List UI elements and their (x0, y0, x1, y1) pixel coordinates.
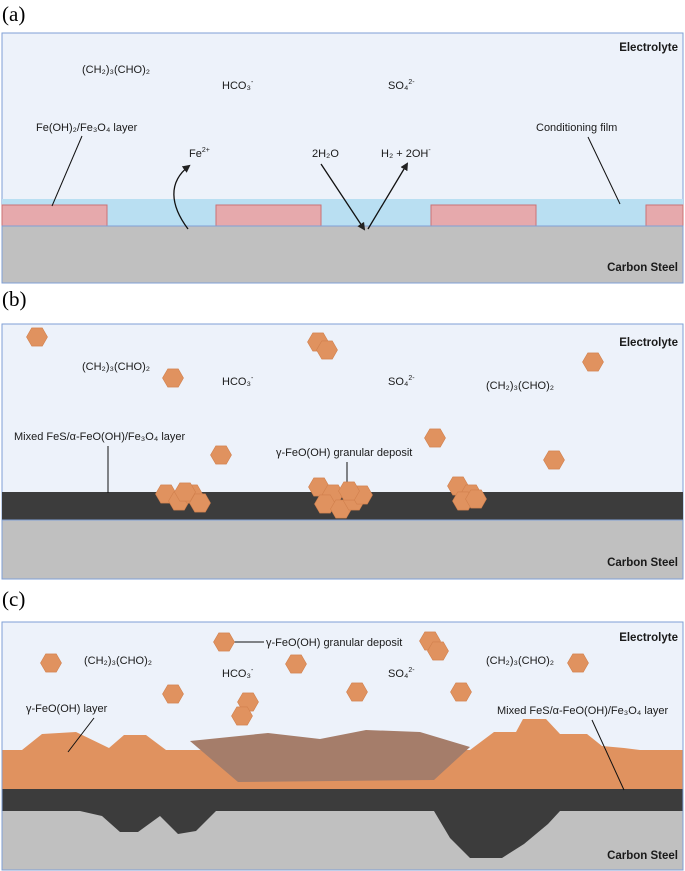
callout-line (591, 719, 625, 791)
granule-hexagon (424, 428, 446, 448)
granule-hexagon (465, 489, 487, 509)
callout-line (587, 136, 621, 205)
species-label: SO₄2- (388, 79, 415, 92)
panel-a-conditioning-film (2, 199, 683, 227)
panel-b-electrolyte-label: Electrolyte (619, 337, 678, 349)
panel-b-steel-label: Carbon Steel (607, 557, 678, 569)
granule-hexagon (162, 684, 184, 704)
granule-hexagon (450, 682, 472, 702)
panel-b-deposit-label: γ-FeO(OH) granular deposit (276, 447, 412, 459)
panel-b: (b) Electrolyte Carbon Steel (CH₂)₃(CHO)… (1, 287, 684, 580)
granule-hexagon (210, 445, 232, 465)
panel-a-electrolyte-label: Electrolyte (619, 42, 678, 54)
granule-hexagon (314, 494, 336, 514)
panel-c: (c) Electrolyte Carbon Steel (CH₂)₃(CHO)… (1, 587, 684, 871)
panel-c-label: (c) (2, 587, 25, 611)
granule-hexagon (40, 653, 62, 673)
granule-hexagon (162, 368, 184, 388)
callout-line (51, 135, 83, 207)
panel-a-label: (a) (2, 2, 25, 26)
panel-c-layer-left-label: γ-FeO(OH) layer (26, 703, 108, 715)
panel-c-border (1, 621, 684, 871)
species-label: SO₄2- (388, 667, 415, 680)
panel-a-carbon-steel (1, 225, 684, 284)
granule-hexagon (346, 682, 368, 702)
panel-a-oxide-patch (645, 204, 684, 227)
fe-ion-label: Fe2+ (189, 147, 210, 160)
species-label: HCO₃- (222, 667, 254, 680)
granule-hexagon (567, 653, 589, 673)
granular-deposit-group (26, 327, 604, 519)
panel-c-layer-right-label: Mixed FeS/α-FeO(OH)/Fe₃O₄ layer (497, 705, 669, 717)
panel-b-label: (b) (2, 287, 27, 311)
panel-c-carbon-steel (2, 810, 683, 870)
species-label: HCO₃- (222, 375, 254, 388)
fe-release-arrow (173, 164, 191, 230)
panel-a-film-label: Conditioning film (536, 122, 617, 134)
panel-c-deposit-label: γ-FeO(OH) granular deposit (266, 637, 402, 649)
panel-a-oxide-patch (1, 204, 108, 227)
panel-b-layer-label: Mixed FeS/α-FeO(OH)/Fe₃O₄ layer (14, 431, 186, 443)
granule-hexagon (189, 493, 211, 513)
panel-b-carbon-steel (1, 519, 684, 580)
granule-hexagon (26, 327, 48, 347)
products-arrow (367, 162, 409, 230)
granule-hexagon (213, 632, 235, 652)
granule-hexagon (231, 706, 253, 726)
water-arrow (320, 163, 366, 231)
granule-hexagon (174, 482, 196, 502)
panel-c-steel-label: Carbon Steel (607, 850, 678, 862)
panel-c-mixed-layer-pits (2, 789, 683, 858)
granular-deposit-group (40, 631, 589, 726)
panel-a-oxide-patch (215, 204, 322, 227)
panel-a-electrolyte (1, 32, 684, 226)
species-label: (CH₂)₃(CHO)₂ (486, 380, 554, 392)
species-label: (CH₂)₃(CHO)₂ (84, 655, 152, 667)
water-label: 2H₂O (312, 148, 339, 160)
granule-hexagon (316, 340, 338, 360)
granule-hexagon (582, 352, 604, 372)
species-label: (CH₂)₃(CHO)₂ (82, 64, 150, 76)
panel-a: (a) Electrolyte Carbon Steel (CH₂)₃(CHO)… (1, 2, 684, 284)
granule-hexagon (237, 692, 259, 712)
panel-a-oxide-patch (430, 204, 537, 227)
species-label: HCO₃- (222, 79, 254, 92)
panel-c-electrolyte-label: Electrolyte (619, 632, 678, 644)
granule-hexagon (285, 654, 307, 674)
panel-c-brown-deposit (190, 730, 470, 782)
products-label: H₂ + 2OH- (381, 147, 431, 160)
callout-line (67, 717, 95, 753)
granule-hexagon (543, 450, 565, 470)
species-label: SO₄2- (388, 375, 415, 388)
granule-hexagon (427, 641, 449, 661)
species-label: (CH₂)₃(CHO)₂ (82, 361, 150, 373)
panel-a-steel-label: Carbon Steel (607, 262, 678, 274)
granule-hexagon (338, 481, 360, 501)
species-label: (CH₂)₃(CHO)₂ (486, 655, 554, 667)
panel-a-layer-label: Fe(OH)₂/Fe₃O₄ layer (36, 122, 138, 134)
